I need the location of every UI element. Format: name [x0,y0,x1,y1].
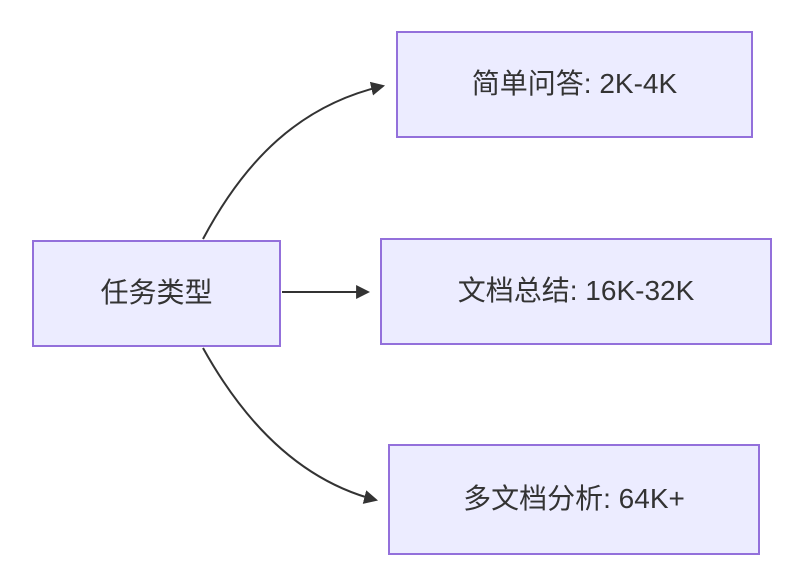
node-multi-doc-analysis-label: 多文档分析: 64K+ [463,483,685,515]
node-doc-summary: 文档总结: 16K-32K [380,238,772,345]
edge-task-type-to-multi-doc-analysis [202,347,379,504]
node-doc-summary-label: 文档总结: 16K-32K [457,275,695,307]
node-simple-qa-label: 简单问答: 2K-4K [471,68,678,100]
node-multi-doc-analysis: 多文档分析: 64K+ [388,444,760,555]
node-task-type-label: 任务类型 [100,277,213,309]
edge-task-type-to-simple-qa [202,81,386,240]
node-simple-qa: 简单问答: 2K-4K [396,31,753,138]
node-task-type: 任务类型 [32,240,281,347]
